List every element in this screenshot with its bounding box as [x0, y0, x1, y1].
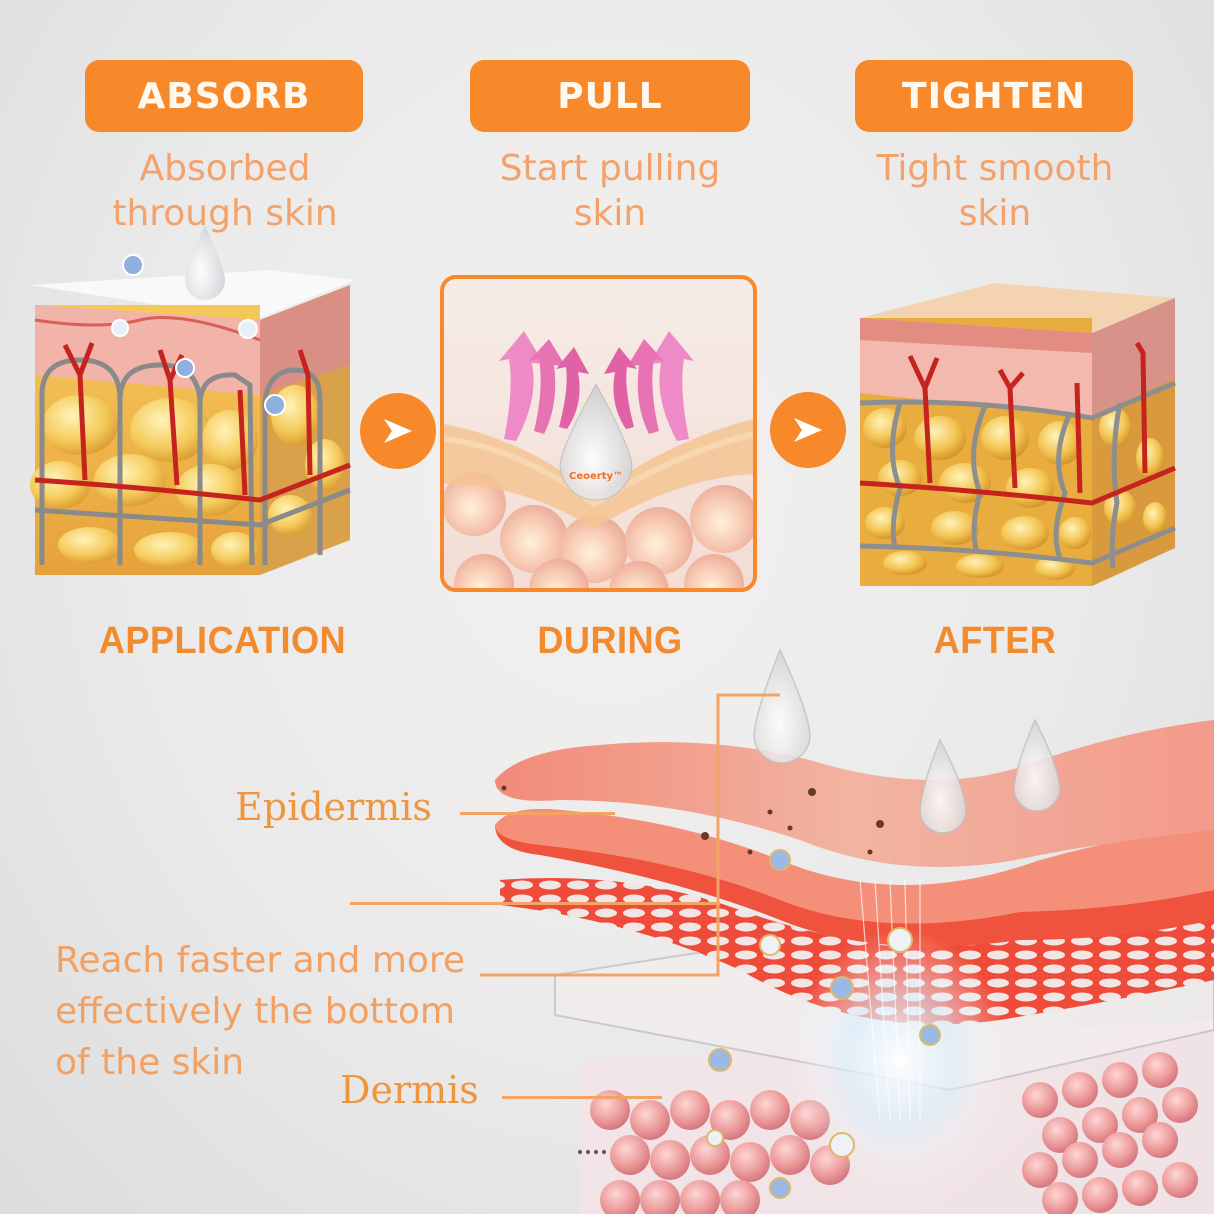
dermis-label: Dermis: [340, 1068, 479, 1112]
after-skin-cube-illustration: [859, 283, 1176, 586]
pull-description-line1: Start pulling: [499, 148, 721, 189]
application-skin-cube-illustration: [30, 225, 355, 575]
stage-label-after: AFTER: [933, 620, 1057, 662]
dermis-leader-line: [502, 1096, 662, 1099]
next-step-arrow-1: [360, 393, 436, 469]
skin-layers-illustration: [480, 648, 1214, 1214]
penetration-description: Reach faster and more effectively the bo…: [55, 935, 465, 1088]
serum-particles-icon: [706, 849, 941, 1199]
absorb-description-line2: through skin: [112, 193, 338, 234]
penetration-description-line1: Reach faster and more: [55, 940, 466, 981]
mesh-layer-leader-line: [350, 902, 720, 905]
next-step-arrow-2: [770, 392, 846, 468]
epidermis-label: Epidermis: [235, 785, 432, 829]
arrow-right-icon: [384, 419, 412, 443]
pull-badge: PULL: [470, 60, 750, 132]
during-illustration-panel: Ceoerty™: [440, 275, 757, 592]
tighten-badge: TIGHTEN: [855, 60, 1133, 132]
serum-particle-icon: [111, 254, 286, 416]
absorb-description-line1: Absorbed: [139, 148, 311, 189]
during-skin-lift-illustration: Ceoerty™: [444, 331, 753, 588]
stage-label-during: DURING: [537, 620, 683, 662]
tighten-description-line2: skin: [958, 193, 1032, 234]
arrow-right-icon: [794, 418, 822, 442]
product-brand-label: Ceoerty™: [569, 471, 623, 482]
absorb-badge: ABSORB: [85, 60, 363, 132]
pull-description-line2: skin: [573, 193, 647, 234]
tighten-description-line1: Tight smooth: [876, 148, 1114, 189]
pull-description: Start pulling skin: [460, 146, 760, 236]
penetration-description-line2: effectively the bottom: [55, 991, 455, 1032]
stage-label-application: APPLICATION: [98, 620, 347, 662]
epidermis-leader-line: [460, 812, 615, 815]
tighten-description: Tight smooth skin: [840, 146, 1150, 236]
absorb-description: Absorbed through skin: [75, 146, 375, 236]
penetration-description-line3: of the skin: [55, 1042, 245, 1083]
